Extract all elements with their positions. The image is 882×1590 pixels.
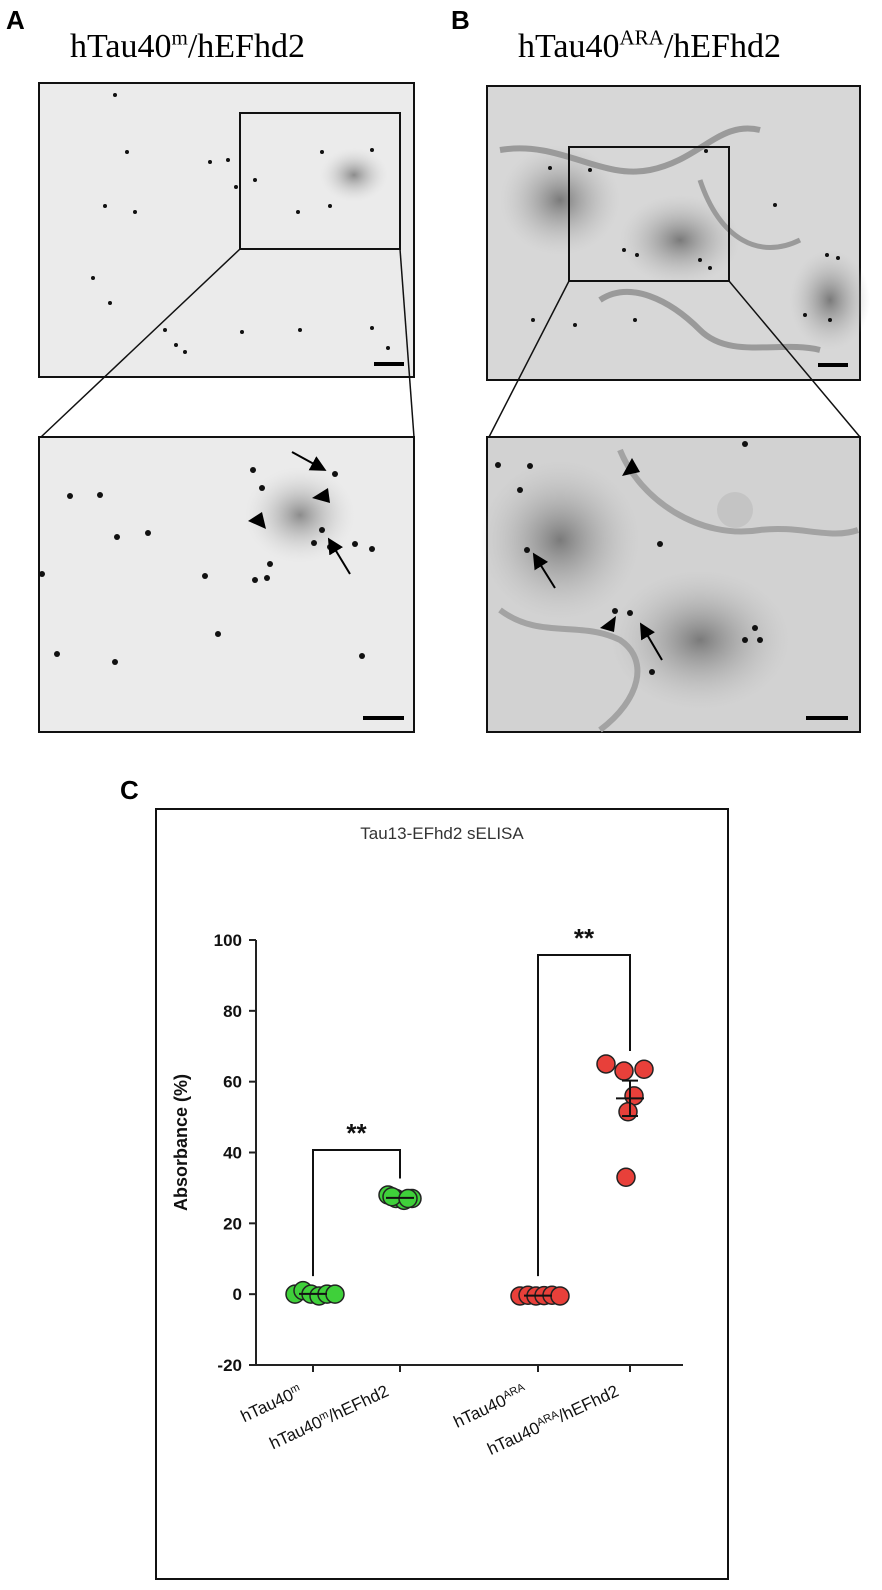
- panel-label-a: A: [6, 5, 25, 35]
- micrograph-b-zoom: [480, 436, 861, 733]
- micrograph-b-overview: [486, 85, 870, 381]
- panel-label-c: C: [120, 775, 139, 805]
- micrograph-a-overview: [38, 82, 415, 378]
- micrograph-a-zoom: [38, 436, 415, 733]
- chart-frame: Tau13-EFhd2 sELISA: [155, 808, 729, 1580]
- chart-title: Tau13-EFhd2 sELISA: [360, 824, 524, 843]
- panel-a-title: hTau40m/hEFhd2: [70, 25, 305, 65]
- panel-b-title: hTau40ARA/hEFhd2: [518, 25, 781, 65]
- panel-label-b: B: [451, 5, 470, 35]
- micrograph-figures: [38, 82, 870, 733]
